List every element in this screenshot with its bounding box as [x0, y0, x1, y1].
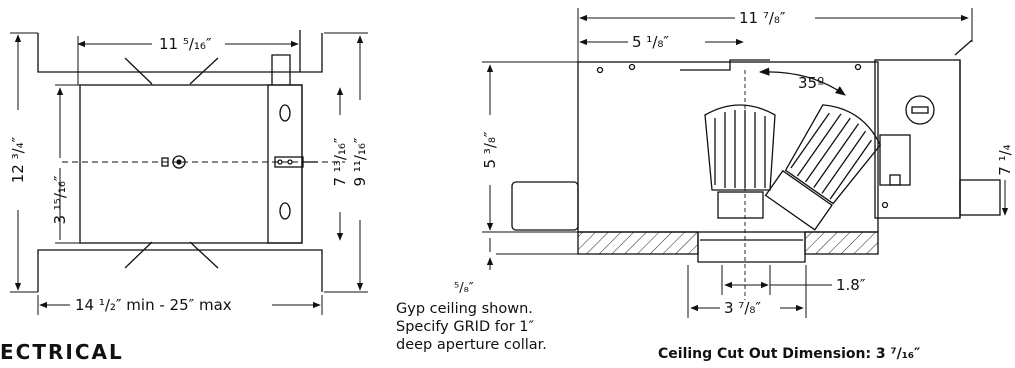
ceiling-note: Gyp ceiling shown. Specify GRID for 1″ d… — [396, 300, 547, 354]
lamp-vertical — [704, 104, 776, 219]
left-dimensions — [10, 32, 368, 315]
dim-width-range: 14 ¹/₂″ min - 25″ max — [75, 296, 232, 314]
left-top-view — [37, 30, 345, 292]
note-line: deep aperture collar. — [396, 337, 547, 353]
note-line: Gyp ceiling shown. — [396, 301, 533, 317]
dim-width-total: 11 ⁷/₈″ — [739, 9, 786, 27]
right-side-view — [511, 39, 1001, 300]
dim-height: 5 ³/₈″ — [481, 131, 499, 168]
housing-body — [79, 84, 303, 244]
junction-box — [267, 84, 303, 244]
top-bar-hanger — [37, 33, 323, 73]
dim-ceiling-thickness: ⁵/₈″ — [454, 281, 474, 296]
lamp-rotated — [764, 104, 881, 231]
dim-offset: 5 ¹/₈″ — [632, 33, 669, 51]
note-line: Specify GRID for 1″ — [396, 319, 534, 335]
dim-height-right: 9 ¹¹/₁₆″ — [351, 137, 369, 186]
dim-depth-inner: 3 ¹⁵/₁₆″ — [51, 175, 69, 224]
dim-aperture-small: 1.8″ — [836, 276, 866, 294]
dim-angle: 35º — [798, 74, 824, 92]
right-dimensions — [482, 8, 1009, 318]
dim-side-partial: 7 ¹/₄ — [996, 144, 1014, 175]
section-heading: ECTRICAL — [0, 340, 124, 364]
ceiling-cutout-caption: Ceiling Cut Out Dimension: 3 ⁷/₁₆″ — [658, 346, 921, 362]
bottom-bar-hanger — [37, 249, 323, 292]
dim-width-top: 11 ⁵/₁₆″ — [159, 35, 212, 53]
dim-height-total: 12 ³/₄″ — [9, 136, 27, 183]
side-junction-box — [874, 59, 961, 219]
dim-height-mid: 7 ¹³/₁₆″ — [331, 137, 349, 186]
dim-aperture-large: 3 ⁷/₈″ — [724, 299, 761, 317]
